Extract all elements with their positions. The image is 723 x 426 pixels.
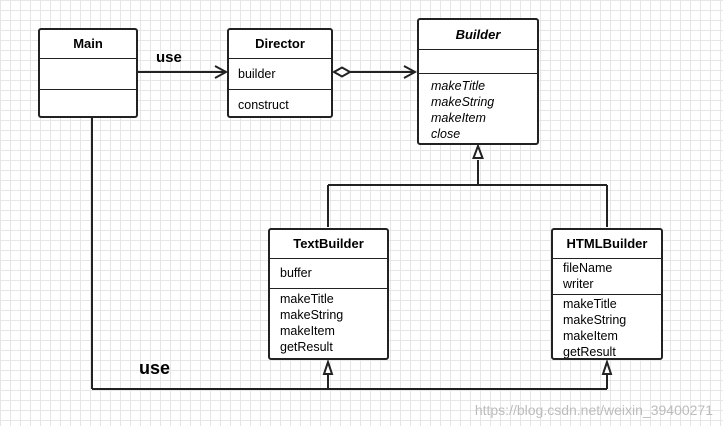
operation-director-construct: construct — [238, 98, 289, 112]
attributes-htmlbuilder: fileName writer — [553, 259, 661, 295]
operation-htmlbuilder-makestring: makeString — [563, 313, 627, 327]
class-builder[interactable]: Builder makeTitle makeString makeItem cl… — [417, 18, 539, 145]
class-main[interactable]: Main — [38, 28, 138, 118]
class-textbuilder[interactable]: TextBuilder buffer makeTitle makeString … — [268, 228, 389, 360]
operation-htmlbuilder-makeitem: makeItem — [563, 329, 618, 343]
attribute-textbuilder-buffer: buffer — [280, 266, 312, 280]
attribute-director-builder: builder — [238, 67, 276, 81]
operation-htmlbuilder-getresult: getResult — [563, 345, 616, 359]
arrowhead-open-builder — [403, 65, 418, 79]
operation-textbuilder-getresult: getResult — [280, 340, 333, 354]
attribute-htmlbuilder-writer: writer — [563, 277, 594, 291]
attributes-main — [40, 59, 136, 90]
operation-textbuilder-maketitle: makeTitle — [280, 292, 334, 306]
class-director[interactable]: Director builder construct — [227, 28, 333, 118]
operation-textbuilder-makeitem: makeItem — [280, 324, 335, 338]
aggregation-diamond — [331, 66, 353, 78]
operations-htmlbuilder: makeTitle makeString makeItem getResult — [553, 295, 661, 359]
operation-builder-maketitle: makeTitle — [431, 79, 486, 93]
class-name-htmlbuilder: HTMLBuilder — [553, 230, 661, 259]
use-label-director: use — [156, 49, 182, 66]
attributes-builder — [419, 50, 537, 74]
operations-director: construct — [229, 90, 331, 116]
arrowhead-textbuilder — [322, 358, 334, 375]
arrowhead-htmlbuilder — [601, 358, 613, 375]
class-name-main: Main — [40, 30, 136, 59]
class-name-textbuilder: TextBuilder — [270, 230, 387, 259]
attributes-director: builder — [229, 59, 331, 90]
use-label-builders: use — [139, 358, 171, 378]
watermark-url: https://blog.csdn.net/weixin_39400271 — [474, 402, 713, 418]
operation-builder-close: close — [431, 127, 461, 141]
arrowhead-open-director — [214, 65, 229, 79]
operation-builder-makeitem: makeItem — [431, 111, 486, 125]
operation-htmlbuilder-maketitle: makeTitle — [563, 297, 617, 311]
operations-main — [40, 90, 136, 116]
attribute-htmlbuilder-filename: fileName — [563, 261, 613, 275]
operations-builder: makeTitle makeString makeItem close — [419, 74, 537, 143]
class-htmlbuilder[interactable]: HTMLBuilder fileName writer makeTitle ma… — [551, 228, 663, 360]
attributes-textbuilder: buffer — [270, 259, 387, 289]
class-name-builder: Builder — [419, 20, 537, 50]
operation-textbuilder-makestring: makeString — [280, 308, 344, 322]
generalization-triangle — [472, 143, 484, 159]
class-name-director: Director — [229, 30, 331, 59]
operations-textbuilder: makeTitle makeString makeItem getResult — [270, 289, 387, 357]
operation-builder-makestring: makeString — [431, 95, 495, 109]
